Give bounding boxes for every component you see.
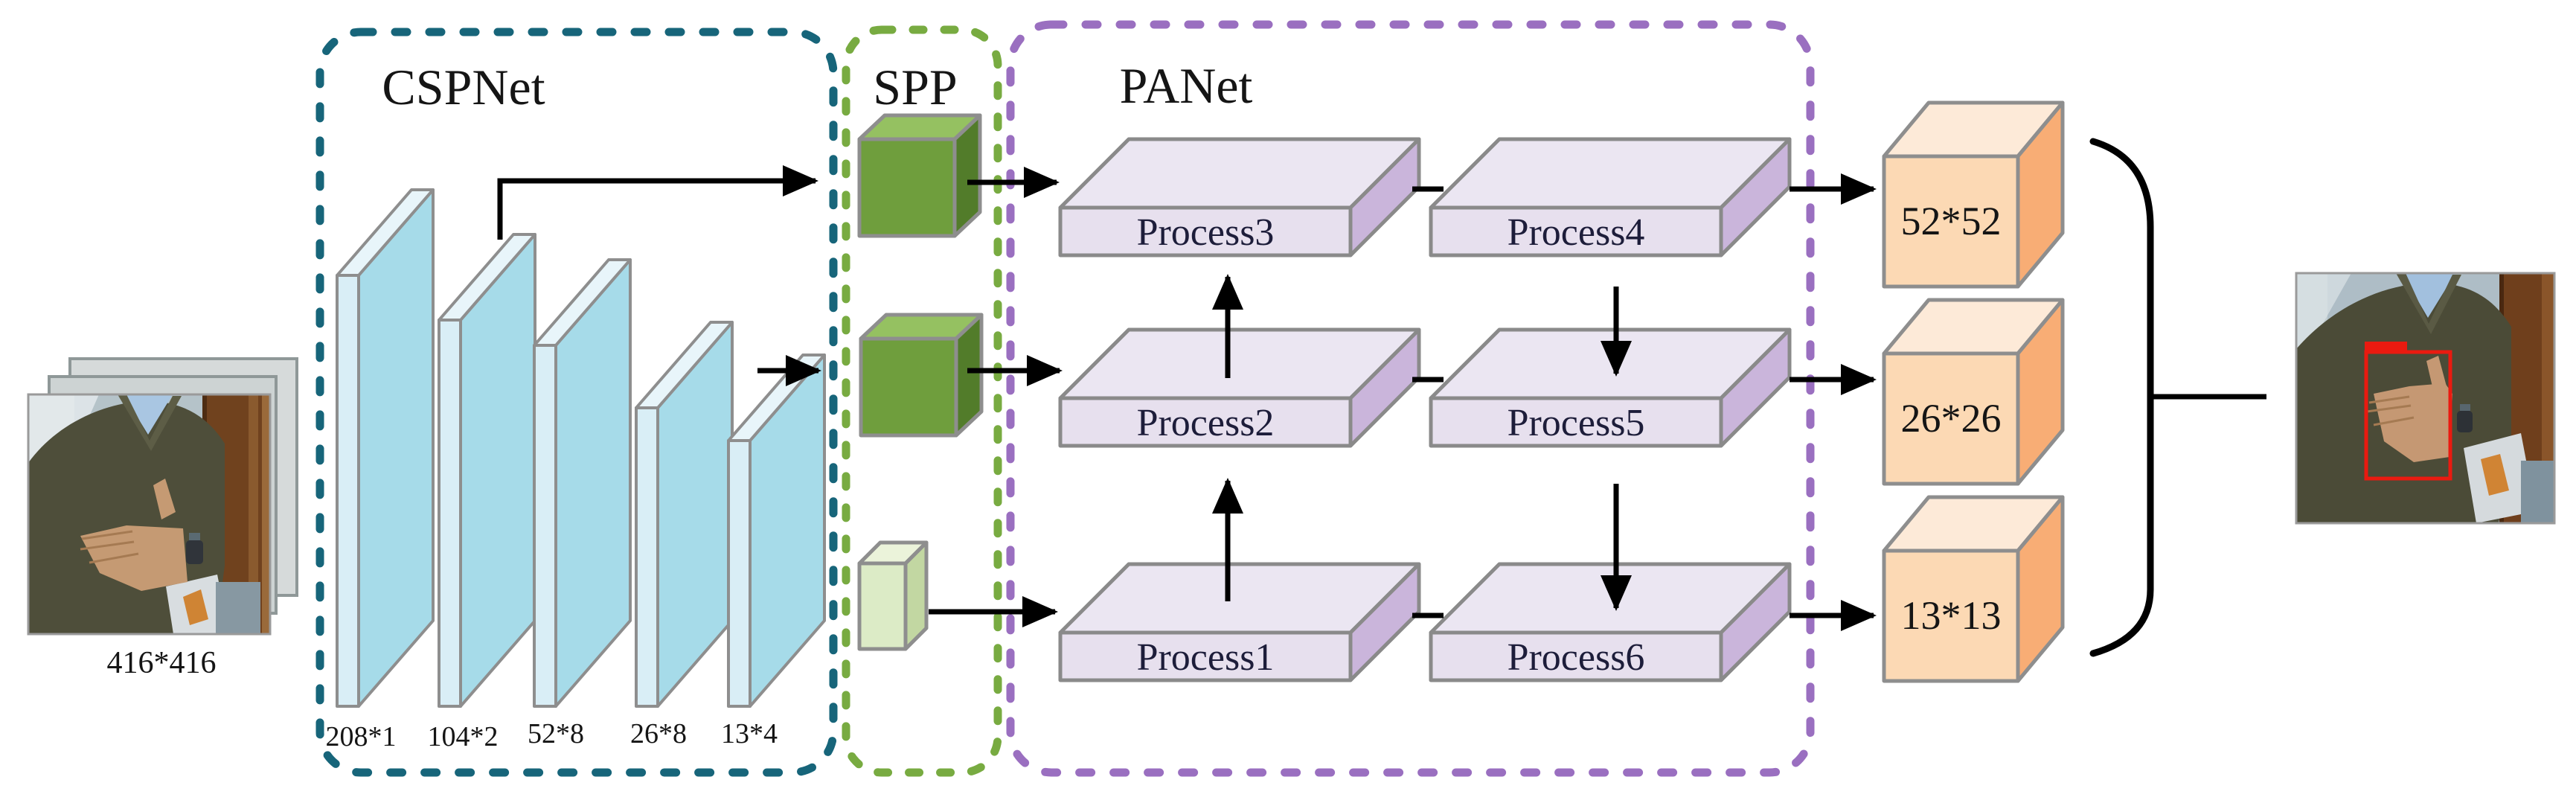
stage-label-4: 13*4 (721, 718, 778, 749)
grid-label-13: 13*13 (1901, 593, 2002, 638)
grid-label-26: 26*26 (1901, 396, 2002, 441)
input-photo (27, 393, 272, 636)
arrow-backbone-top-to-spp (497, 165, 818, 240)
output-photo (2295, 272, 2556, 525)
panet-title: PANet (1120, 57, 1253, 114)
process4-slab (1429, 137, 1792, 258)
process5-label: Process5 (1508, 402, 1645, 444)
feature-slab-52 (533, 258, 632, 708)
input-size-label: 416*416 (107, 646, 217, 680)
process4-label: Process4 (1508, 211, 1645, 254)
grid-label-52: 52*52 (1901, 199, 2002, 243)
feature-slab-208 (336, 188, 435, 708)
output-cube-52 (1882, 100, 2065, 289)
spp-cube-middle (859, 313, 984, 438)
process3-label: Process3 (1137, 211, 1275, 254)
feature-slab-104 (438, 233, 536, 708)
process1-slab (1058, 562, 1421, 682)
feature-slab-13 (727, 354, 826, 708)
output-cube-13 (1882, 495, 2065, 683)
process2-label: Process2 (1137, 402, 1275, 444)
cspnet-title: CSPNet (382, 59, 545, 115)
stage-label-1: 104*2 (428, 721, 499, 752)
stage-label-3: 26*8 (630, 718, 687, 749)
spp-title: SPP (873, 59, 957, 115)
process6-label: Process6 (1508, 636, 1645, 679)
process3-slab (1058, 137, 1421, 258)
cspnet-box (315, 28, 838, 777)
stage-label-0: 208*1 (326, 721, 397, 752)
process1-label: Process1 (1137, 636, 1275, 679)
input-image-stack (27, 357, 298, 636)
detection-bbox (2364, 350, 2452, 481)
gather-brace (2089, 138, 2154, 657)
feature-slab-26 (635, 321, 734, 708)
spp-box (842, 25, 1002, 777)
detection-label-tag (2365, 342, 2407, 352)
output-cube-26 (1882, 298, 2065, 486)
spp-cube-bottom (857, 540, 929, 651)
stage-label-2: 52*8 (528, 718, 584, 749)
process2-slab (1058, 327, 1421, 448)
spp-cube-top (857, 113, 982, 238)
